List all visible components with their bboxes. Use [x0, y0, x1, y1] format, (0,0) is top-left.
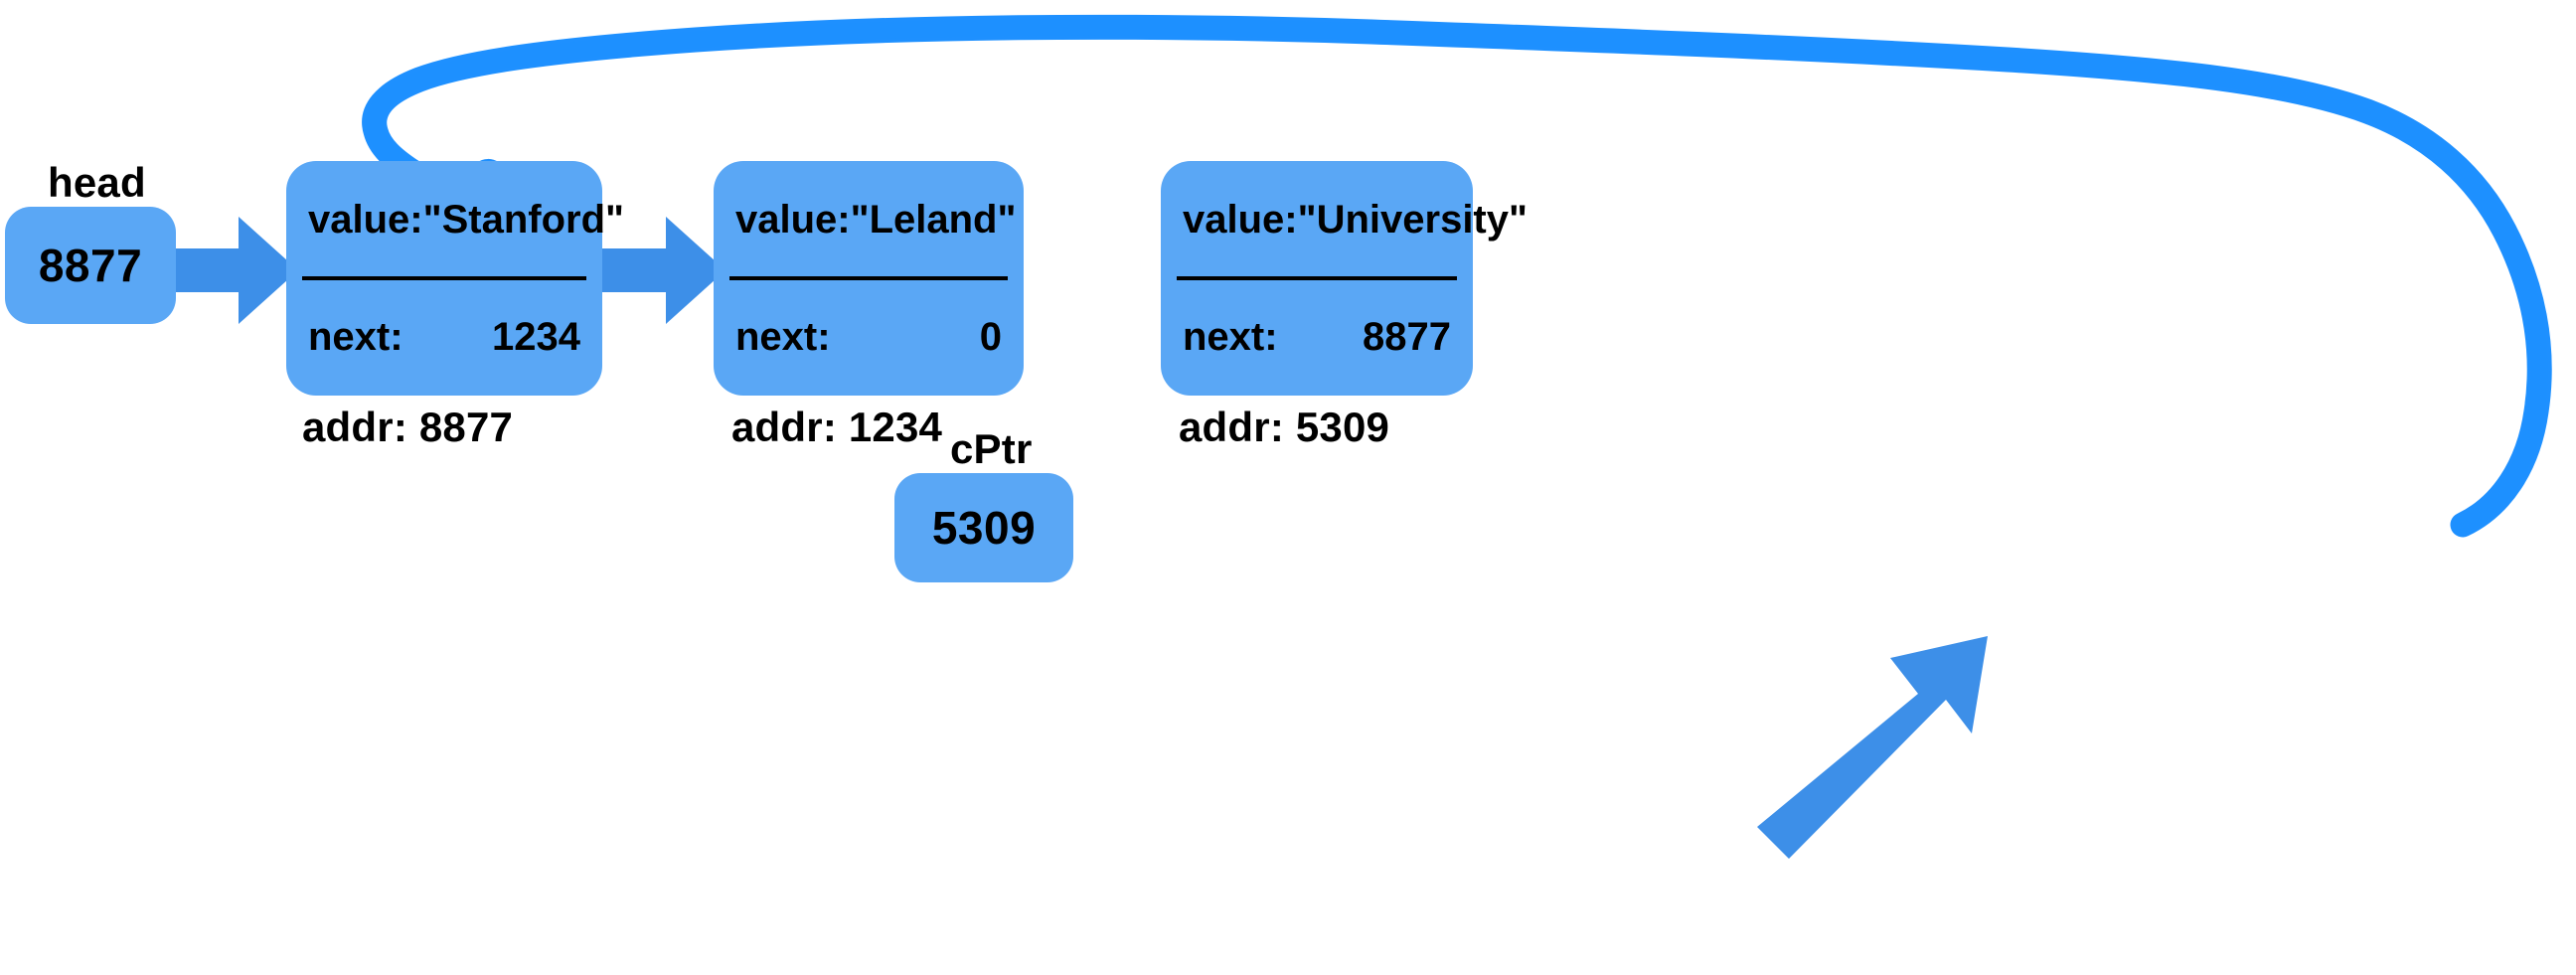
node-3-value-key: value:: [1183, 197, 1298, 242]
node-1-value-key: value:: [308, 197, 423, 242]
node-2-next-value: 0: [979, 314, 1002, 359]
node-3[interactable]: value: "University" next: 8877: [1161, 161, 1528, 396]
node-3-divider: [1177, 276, 1457, 280]
node-2-value-key: value:: [735, 197, 851, 242]
node-2-next-row: next: 0: [714, 278, 1024, 396]
cptr-pointer-label: cPtr: [950, 425, 1033, 472]
node-1-value-row: value: "Stanford": [286, 161, 624, 278]
cptr-pointer-value: 5309: [931, 502, 1037, 554]
node-2-address-label: addr: 1234: [731, 404, 943, 450]
head-pointer-box[interactable]: 8877: [5, 207, 176, 324]
cptr-to-node3-arrow: [1757, 636, 1988, 859]
node-1-next-value: 1234: [492, 314, 580, 359]
node-1[interactable]: value: "Stanford" next: 1234: [286, 161, 624, 396]
node-3-value: "University": [1297, 197, 1528, 242]
node-2-divider: [729, 276, 1008, 280]
node-1-address-label: addr: 8877: [302, 404, 514, 450]
node-3-value-row: value: "University": [1161, 161, 1528, 278]
node-1-divider: [302, 276, 586, 280]
node-2-value-row: value: "Leland": [714, 161, 1024, 278]
head-pointer-label: head: [48, 159, 146, 206]
node-1-value: "Stanford": [422, 197, 624, 242]
node-3-address-label: addr: 5309: [1179, 404, 1390, 450]
node-2[interactable]: value: "Leland" next: 0: [714, 161, 1024, 396]
node-1-next-key: next:: [308, 314, 403, 359]
node-2-next-key: next:: [735, 314, 831, 359]
node-3-next-row: next: 8877: [1161, 278, 1473, 396]
head-pointer-value: 8877: [38, 240, 143, 291]
cptr-pointer-box[interactable]: 5309: [894, 473, 1073, 582]
node-3-next-value: 8877: [1363, 314, 1451, 359]
node-2-value: "Leland": [850, 197, 1017, 242]
node-1-next-row: next: 1234: [286, 278, 602, 396]
node-3-next-key: next:: [1183, 314, 1278, 359]
head-to-node1-arrow: [175, 217, 298, 324]
